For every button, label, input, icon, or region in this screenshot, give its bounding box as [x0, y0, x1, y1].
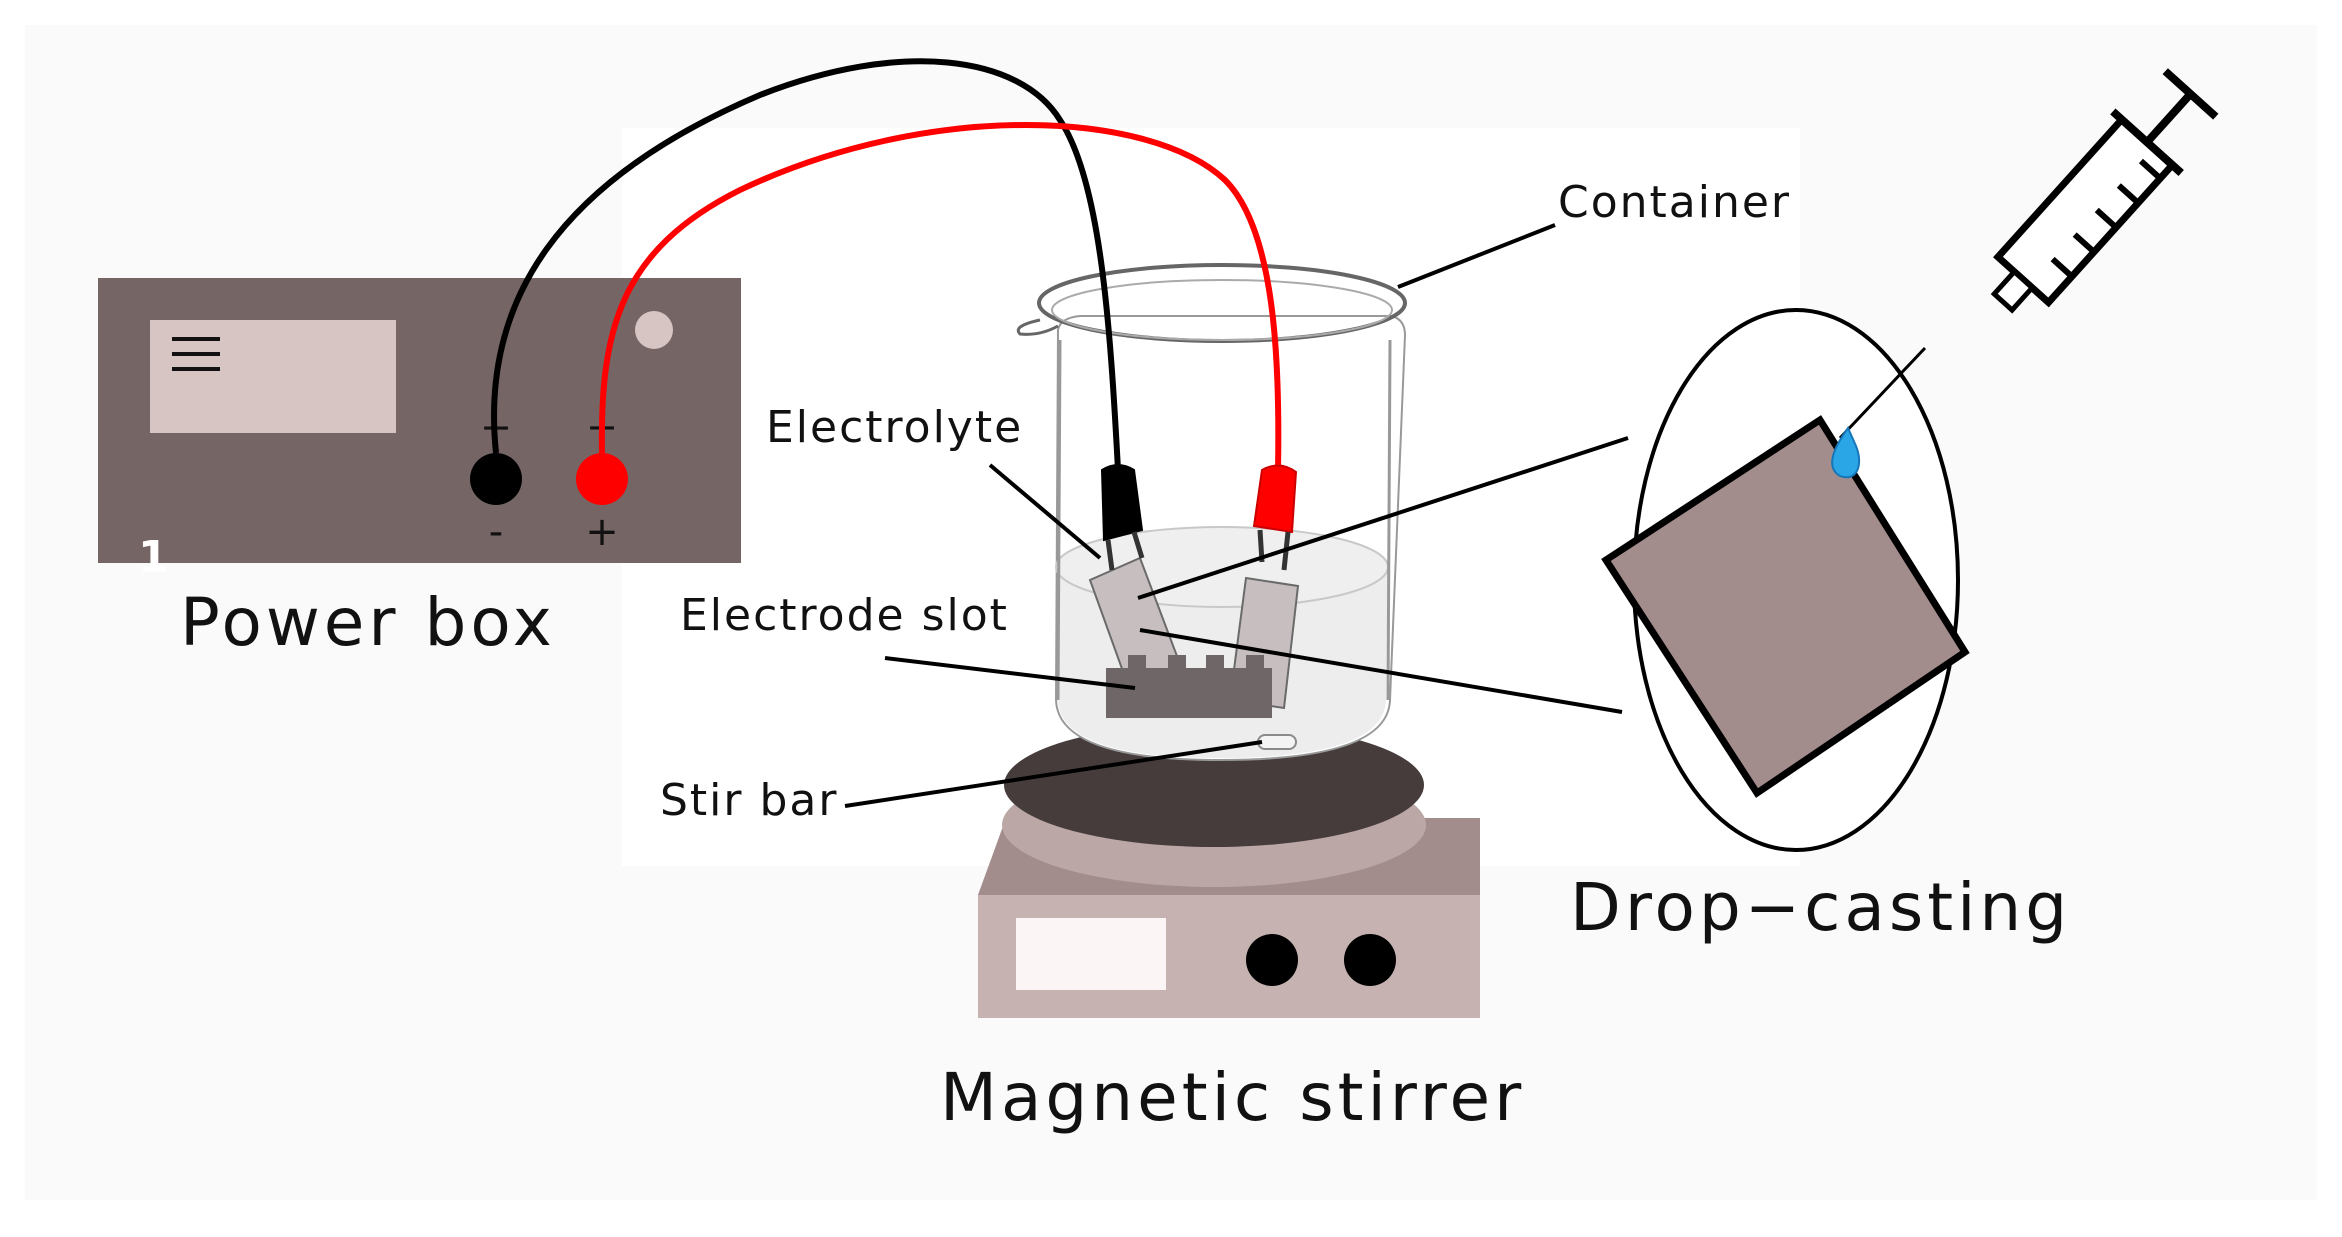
- electrolyte-leader: [988, 463, 1102, 560]
- stir-bar: [1257, 734, 1297, 750]
- drop-casting-label: Drop−casting: [1570, 869, 2071, 946]
- sample-substrate: [1601, 415, 1970, 798]
- menu-icon: [172, 337, 220, 371]
- stir-bar-leader: [844, 740, 1263, 808]
- stirrer-knob-right: [1344, 934, 1396, 986]
- stirrer-plate: [1004, 723, 1424, 847]
- syringe-icon: [1990, 68, 2219, 314]
- beaker-right-wall: [1386, 339, 1392, 701]
- zoom-leader-bottom: [1139, 628, 1623, 714]
- container-label: Container: [1558, 177, 1791, 228]
- red-wire: [598, 122, 1282, 471]
- electrodes: [1088, 556, 1300, 718]
- magnetic-stirrer: [978, 723, 1480, 1018]
- negative-terminal: [470, 453, 522, 505]
- electrode-slot: [1106, 655, 1272, 718]
- power-box-label: Power box: [180, 584, 556, 661]
- container-leader: [1397, 223, 1556, 289]
- power-box-screen: [150, 320, 396, 433]
- beaker-rim-inner: [1051, 279, 1393, 341]
- needle: [1838, 346, 1927, 440]
- droplet-icon: [1831, 426, 1861, 479]
- positive-terminal-label: +: [585, 509, 619, 555]
- electrode-slot-label: Electrode slot: [680, 590, 1009, 641]
- stir-bar-label: Stir bar: [660, 775, 838, 826]
- magnetic-stirrer-label: Magnetic stirrer: [940, 1059, 1525, 1136]
- beaker-left-wall: [1056, 339, 1062, 701]
- zoom-leader-top: [1137, 436, 1629, 600]
- electrode-slot-leader: [884, 656, 1136, 690]
- power-knob: [635, 311, 673, 349]
- power-box: − + - + 1: [98, 278, 741, 583]
- black-wire: [491, 58, 1121, 471]
- stirrer-display: [1016, 918, 1166, 990]
- wires: [491, 58, 1282, 471]
- drop-casting-inset: [1601, 308, 1970, 852]
- leader-lines: [844, 223, 1629, 808]
- electrolyte-label: Electrolyte: [766, 402, 1023, 453]
- positive-terminal: [576, 453, 628, 505]
- black-clip: [1100, 464, 1145, 571]
- negative-terminal-label: -: [489, 509, 503, 555]
- stir-bar-body: [1257, 734, 1297, 750]
- red-clip: [1252, 464, 1298, 571]
- stirrer-knob-left: [1246, 934, 1298, 986]
- beaker-spout: [1016, 318, 1059, 336]
- corner-mark: 1: [138, 532, 169, 583]
